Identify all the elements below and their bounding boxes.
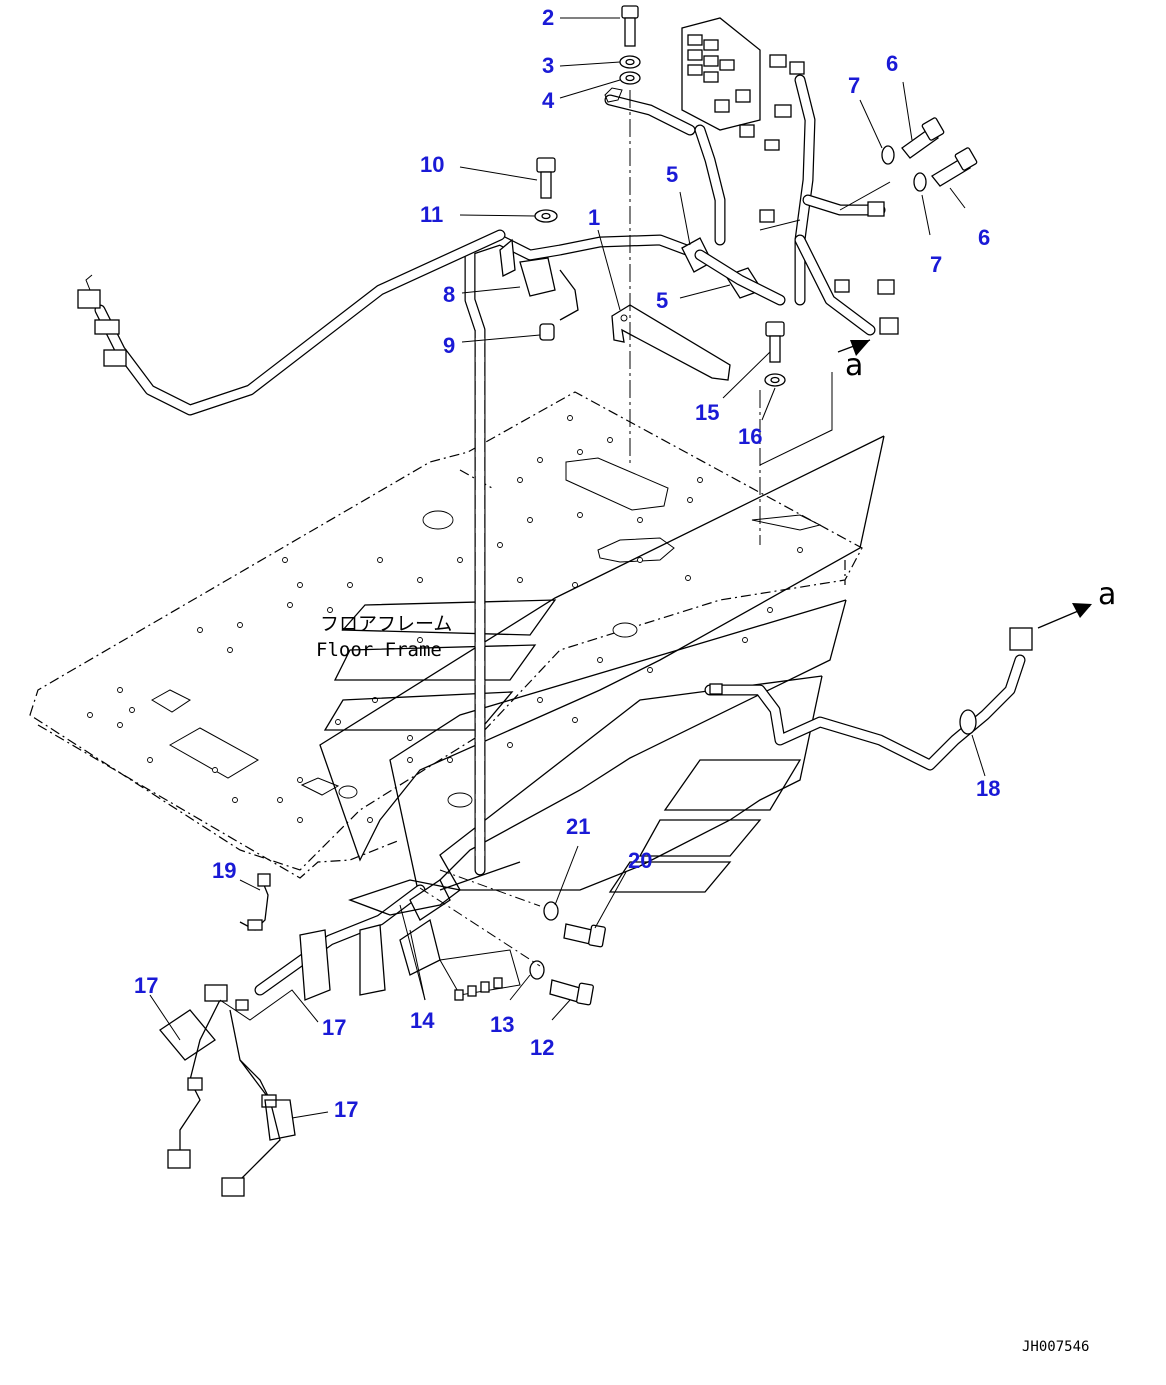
callout-11: 11	[420, 202, 443, 227]
harness-18	[704, 627, 1033, 771]
bolt-10	[536, 157, 556, 199]
bolt-20	[563, 923, 606, 948]
callout-7a: 7	[848, 73, 860, 98]
bolt-15	[765, 321, 785, 363]
washer-7a	[881, 145, 895, 165]
callout-4: 4	[542, 88, 555, 113]
callout-16: 16	[738, 424, 762, 449]
drawing-ref: JH007546	[1022, 1339, 1089, 1355]
bolt-2	[621, 5, 639, 47]
callout-9: 9	[443, 333, 455, 358]
spacer-9	[539, 323, 555, 341]
callout-17a: 17	[134, 973, 158, 998]
view-a-right-label: a	[1098, 577, 1116, 612]
floor-frame-jp: フロアフレーム	[320, 613, 452, 635]
callout-21: 21	[566, 814, 590, 839]
bolt-6a	[901, 117, 945, 159]
callout-19: 19	[212, 858, 236, 883]
main-harness	[77, 229, 706, 876]
relay-box-assembly	[604, 17, 899, 336]
view-arrow-a-top: a	[837, 339, 871, 383]
view-arrow-a-right: a	[1037, 577, 1116, 629]
callout-6a: 6	[886, 51, 898, 76]
washer-16	[764, 373, 786, 387]
callout-labels: 2 3 4 6 6 7 7 10 11 5 5 1 8 9 15 16 18 2…	[134, 5, 1000, 1122]
view-a-top-label: a	[845, 348, 863, 383]
bracket-1	[611, 304, 731, 381]
callout-5a: 5	[666, 162, 678, 187]
callout-7b: 7	[930, 252, 942, 277]
callout-5b: 5	[656, 288, 668, 313]
washer-13	[529, 960, 545, 980]
washer-4	[619, 71, 641, 85]
floor-frame-label: フロアフレーム Floor Frame	[316, 613, 452, 661]
callout-10: 10	[420, 152, 444, 177]
callout-17c: 17	[334, 1097, 358, 1122]
washer-21	[543, 901, 559, 921]
callout-18: 18	[976, 776, 1000, 801]
washer-11	[534, 209, 558, 223]
callout-2: 2	[542, 5, 554, 30]
callout-15: 15	[695, 400, 719, 425]
step-structure	[319, 435, 885, 902]
leader-lines	[149, 17, 986, 1119]
floor-frame-en: Floor Frame	[316, 639, 442, 661]
callout-14: 14	[410, 1008, 435, 1033]
clamp-8	[499, 238, 579, 321]
callout-6b: 6	[978, 225, 990, 250]
callout-3: 3	[542, 53, 554, 78]
bolt-6b	[931, 147, 978, 187]
callout-1: 1	[588, 205, 600, 230]
floor-frame-plate	[29, 391, 863, 879]
callout-8: 8	[443, 282, 455, 307]
callout-13: 13	[490, 1012, 514, 1037]
bolt-12	[549, 979, 594, 1006]
callout-17b: 17	[322, 1015, 346, 1040]
washer-3	[619, 55, 641, 69]
callout-20: 20	[628, 848, 652, 873]
washer-7b	[913, 172, 927, 192]
callout-12: 12	[530, 1035, 554, 1060]
